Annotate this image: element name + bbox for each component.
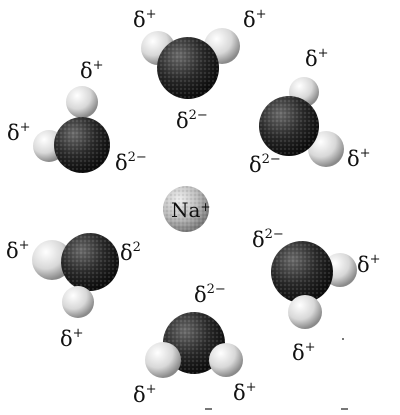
hydrogen-atom bbox=[32, 240, 72, 280]
charge-label-negative: δ2− bbox=[194, 282, 226, 307]
hydrogen-atom bbox=[145, 342, 181, 378]
charge-label-positive: δ+ bbox=[347, 146, 371, 171]
water-molecule-bottom: δ2− δ+ δ+ bbox=[133, 282, 257, 407]
charge-label-positive: δ+ bbox=[133, 382, 157, 407]
hydrogen-atom bbox=[288, 295, 322, 329]
charge-label-positive: δ+ bbox=[133, 7, 157, 32]
charge-label-positive: δ+ bbox=[7, 120, 31, 145]
charge-label-negative: δ2− bbox=[115, 150, 147, 175]
water-molecule-upper-right: δ+ δ+ δ2− bbox=[249, 46, 371, 177]
charge-label-positive: δ+ bbox=[305, 46, 329, 71]
stray-mark bbox=[341, 408, 348, 410]
charge-label-negative: δ2− bbox=[249, 152, 281, 177]
charge-label-negative: δ2 bbox=[120, 240, 141, 265]
charge-label-positive: δ+ bbox=[357, 252, 381, 277]
charge-label-negative: δ2− bbox=[176, 108, 208, 133]
charge-label-negative: δ2− bbox=[252, 227, 284, 252]
stray-mark bbox=[342, 338, 344, 340]
stray-mark bbox=[205, 408, 212, 410]
charge-label-positive: δ+ bbox=[243, 7, 267, 32]
sodium-ion-label: Na+ bbox=[171, 198, 211, 222]
hydrogen-atom bbox=[308, 131, 344, 167]
hydrogen-atom bbox=[62, 286, 94, 318]
charge-label-positive: δ+ bbox=[60, 326, 84, 351]
charge-label-positive: δ+ bbox=[6, 238, 30, 263]
water-molecule-lower-right: δ2− δ+ δ+ bbox=[252, 227, 381, 365]
charge-label-positive: δ+ bbox=[80, 58, 104, 83]
sodium-ion: Na+ bbox=[163, 186, 211, 232]
charge-label-positive: δ+ bbox=[292, 340, 316, 365]
water-molecule-upper-left: δ+ δ+ δ2− bbox=[7, 58, 147, 175]
hydrogen-atom bbox=[209, 343, 243, 377]
hydrogen-atom bbox=[66, 86, 98, 118]
water-molecule-top: δ+ δ+ δ2− bbox=[133, 7, 267, 133]
water-molecule-lower-left: δ+ δ2 δ+ bbox=[6, 233, 141, 351]
charge-label-positive: δ+ bbox=[233, 380, 257, 405]
